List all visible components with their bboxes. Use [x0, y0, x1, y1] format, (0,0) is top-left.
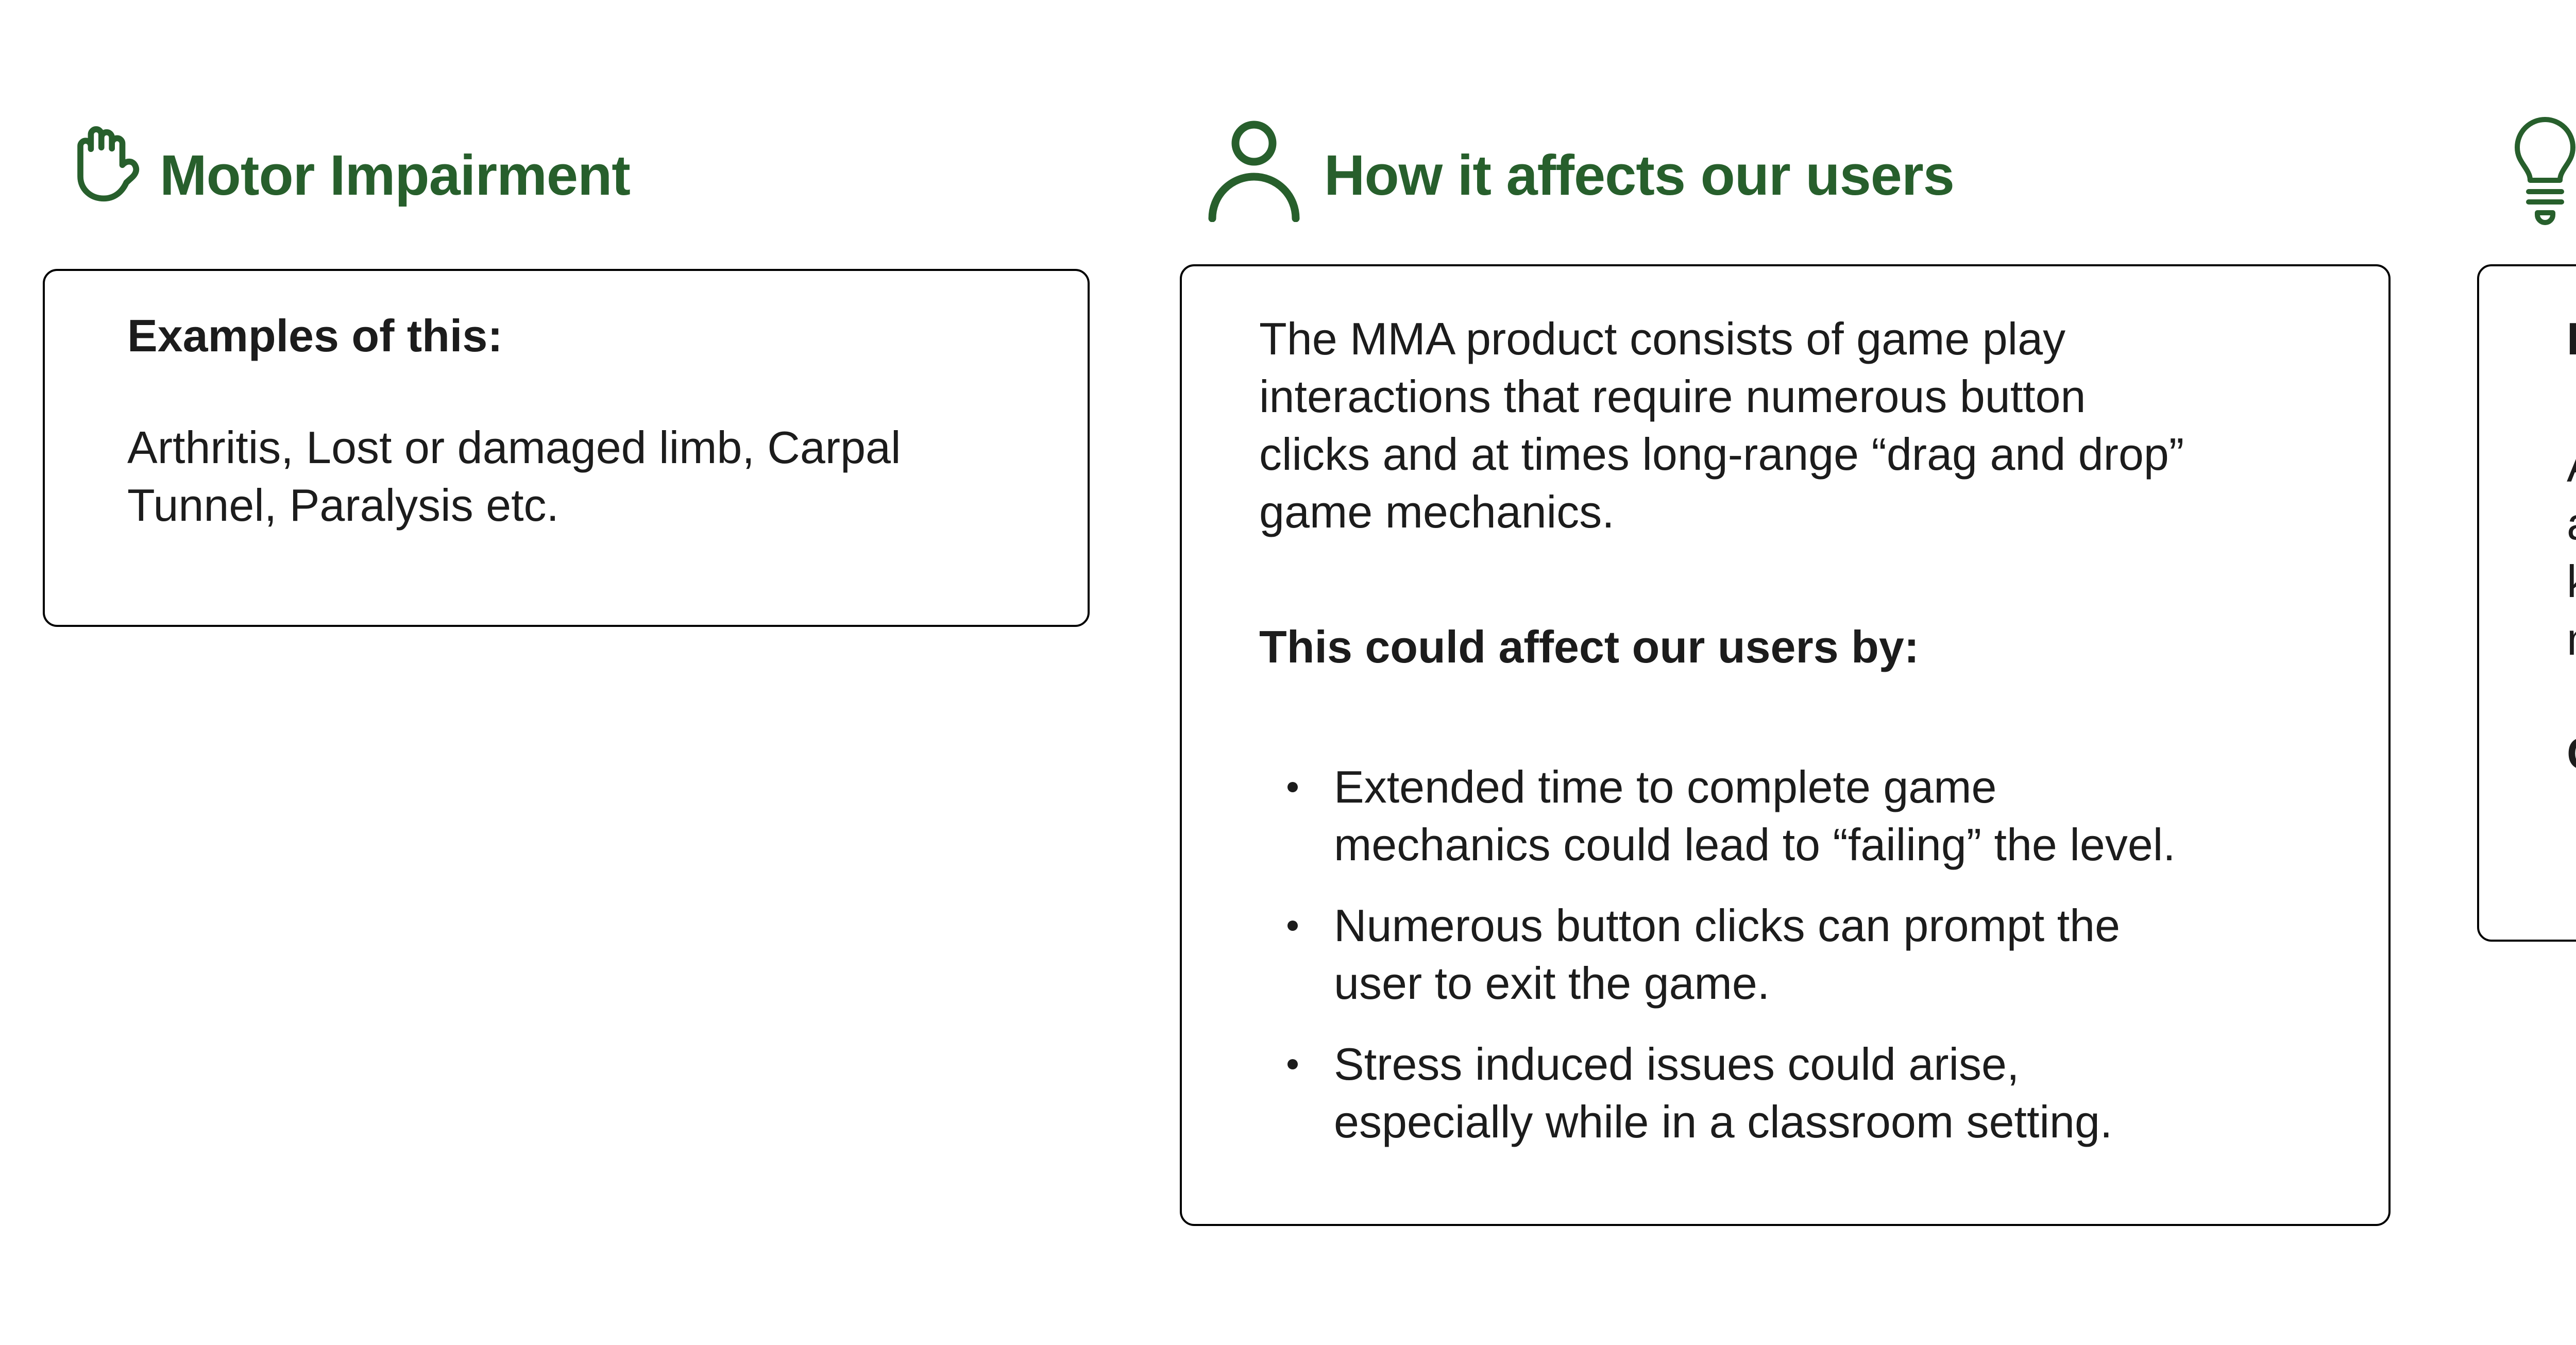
- bullet-item: Numerous button clicks can prompt the us…: [1259, 897, 2311, 1012]
- card-subheading: Common assistive technology tools:: [2567, 725, 2576, 782]
- card-heading: This could affect our users by:: [1259, 621, 1920, 672]
- card-paragraph: The MMA product consists of game play in…: [1259, 313, 2184, 537]
- column-title-how-it-affects-users: How it affects our users: [1324, 144, 1955, 207]
- impact-bullet-list: Extended time to complete game mechanics…: [1259, 758, 2311, 1151]
- bullet-item: Extended time to complete game mechanics…: [1259, 758, 2311, 874]
- card-motor-impairment-examples: Examples of this: Arthritis, Lost or dam…: [43, 269, 1090, 627]
- person-icon: [1205, 116, 1300, 222]
- column-title-motor-impairment: Motor Impairment: [160, 144, 631, 207]
- tools-bullet-list: Adaptive Keyboards: [2567, 839, 2576, 897]
- card-paragraph: Allows users to navigate, interact, & co…: [2567, 437, 2576, 668]
- lightbulb-icon: [2501, 114, 2576, 241]
- card-assistive-technology: Keyboard Support Allows users to navigat…: [2477, 264, 2576, 942]
- card-user-impact: The MMA product consists of game play in…: [1180, 264, 2391, 1226]
- bullet-item: Stress induced issues could arise, espec…: [1259, 1035, 2311, 1151]
- hand-icon: [63, 117, 148, 205]
- card-heading: Examples of this:: [127, 310, 503, 361]
- bullet-item: Adaptive Keyboards: [2567, 839, 2576, 897]
- card-paragraph: Arthritis, Lost or damaged limb, Carpal …: [127, 422, 901, 531]
- card-heading: Keyboard Support: [2567, 310, 2576, 368]
